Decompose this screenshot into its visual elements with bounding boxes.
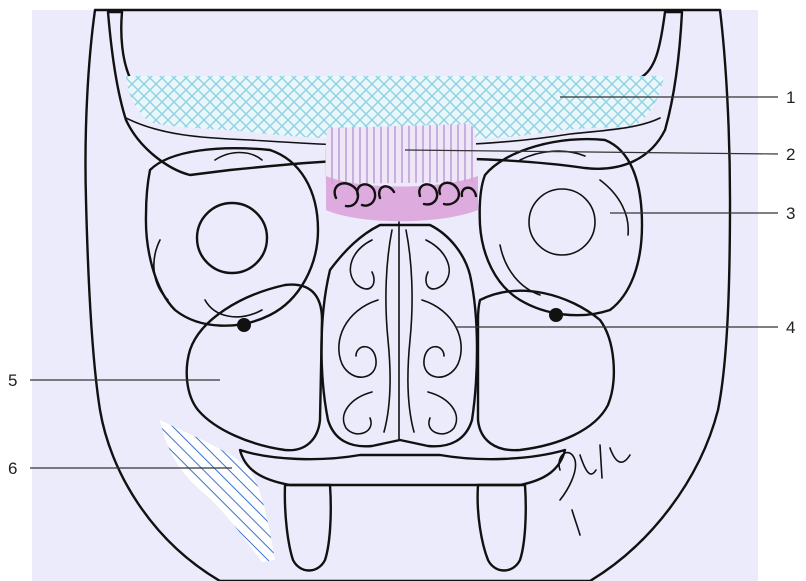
right-infraorbital-foramen — [549, 308, 563, 322]
callout-label-6: 6 — [8, 459, 17, 478]
callout-label-4: 4 — [786, 318, 795, 337]
callout-label-2: 2 — [786, 145, 795, 164]
callout-label-5: 5 — [8, 371, 17, 390]
callout-label-1: 1 — [786, 88, 795, 107]
callout-label-3: 3 — [786, 204, 795, 223]
region-2-ethmoid — [325, 124, 476, 184]
left-infraorbital-foramen — [237, 318, 251, 332]
